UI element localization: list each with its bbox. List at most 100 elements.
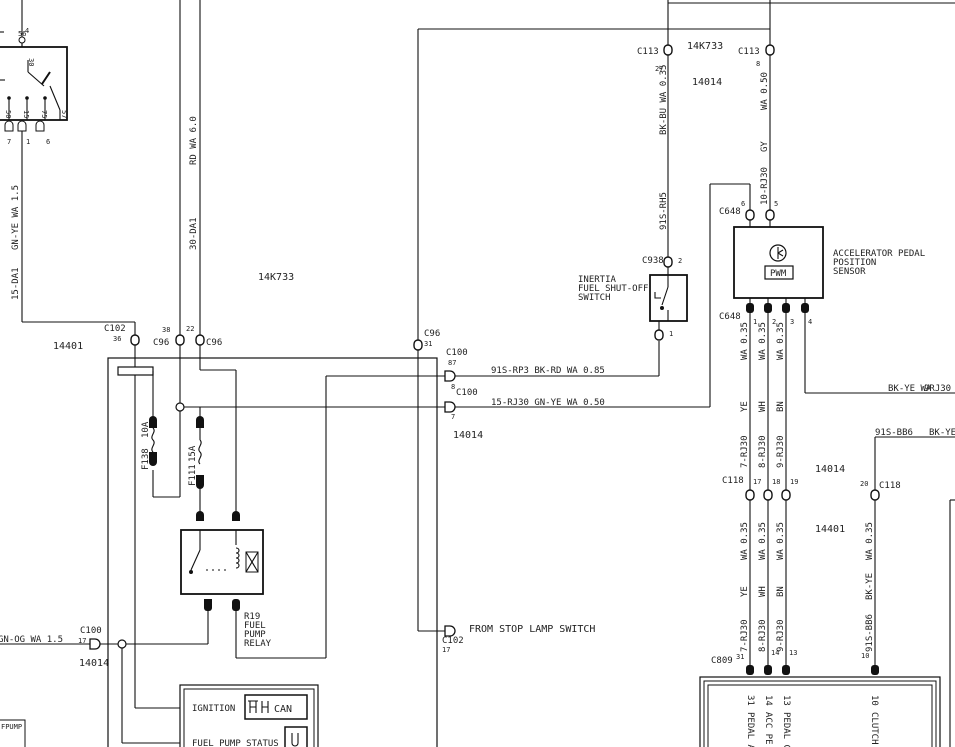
fuse-f138-rating: 10A xyxy=(141,421,151,438)
label-c118-p18: 18 xyxy=(772,478,780,486)
wire-rp3: 91S-RP3 BK-RD WA 0.85 xyxy=(491,366,605,376)
wire-3-color: BN xyxy=(776,401,786,412)
wire-rh5-circuit: 91S-RH5 xyxy=(659,192,669,230)
inertia-line2: FUEL SHUT-OFF xyxy=(578,284,648,294)
inertia-switch: C938 2 1 INERTIA FUEL SHUT-OFF SWITCH xyxy=(578,256,688,341)
wire-3b-color: BN xyxy=(776,586,786,597)
label-c100-a-pin: 87 xyxy=(448,359,456,367)
wire-2b-color: WH xyxy=(758,586,768,597)
wire-2-circuit: 8-RJ30 xyxy=(758,435,768,468)
label-c809-p14: 14 xyxy=(771,649,779,657)
wire-4b-color: BK-YE xyxy=(865,573,875,600)
junction-box-outline xyxy=(107,357,438,747)
pcm-pin10: 10 xyxy=(869,695,879,706)
wire-3-spec: WA 0.35 xyxy=(776,322,786,360)
label-c648-pin6: 6 xyxy=(741,200,745,208)
label-c648-p4: 4 xyxy=(808,318,812,326)
wire-bkye-wa: BK-YE WA xyxy=(888,384,932,394)
wire-1-color: YE xyxy=(740,401,750,412)
c113-connectors: C113 27 14K733 14014 C113 8 xyxy=(637,41,775,88)
label-c100-b: C100 xyxy=(456,388,478,398)
wire-2-color: WH xyxy=(758,401,768,412)
wire-3b-circuit: 9-RJ30 xyxy=(776,619,786,652)
label-t57: 57 xyxy=(60,110,68,118)
wire-2b-circuit: 8-RJ30 xyxy=(758,619,768,652)
wire-gnog: GN-OG WA 1.5 xyxy=(0,635,63,645)
wire-4b-circuit: 91S-BB6 xyxy=(865,614,875,652)
label-c648-p3: 3 xyxy=(790,318,794,326)
pwm-label: PWM xyxy=(770,269,787,279)
wire-9rj30-right: 9RJ30 xyxy=(924,384,951,394)
app-line2: POSITION xyxy=(833,258,876,268)
wire-2b-spec: WA 0.35 xyxy=(758,522,768,560)
inertia-line3: SWITCH xyxy=(578,293,611,303)
label-c118-b: C118 xyxy=(879,481,901,491)
label-c102: C102 xyxy=(104,324,126,334)
connectors-top-left: C102 36 C96 38 22 C96 C96 31 xyxy=(104,322,440,351)
relay-name: R19 xyxy=(244,612,260,622)
label-c100-c-pin: 17 xyxy=(78,637,86,645)
pcm-module: 31 14 13 10 PEDAL A ACC PE PEDAL C CLUTC… xyxy=(699,676,941,747)
label-c809-p31: 31 xyxy=(736,653,744,661)
wire-rh5-spec: BK-BU WA 0.35 xyxy=(659,65,669,135)
label-fpump: FPUMP xyxy=(1,723,22,731)
harness-14401-right: 14401 xyxy=(815,524,845,535)
label-t75: 75 xyxy=(40,110,48,118)
harness-14k733-top: 14K733 xyxy=(687,41,723,52)
label-c96-a-pin: 38 xyxy=(162,326,170,334)
ecm-module: IGNITION CAN FUEL PUMP STATUS xyxy=(179,684,319,747)
label-c96-c: C96 xyxy=(424,329,440,339)
label-c113-a-pin: 27 xyxy=(655,65,663,73)
label-c100-a: C100 xyxy=(446,348,468,358)
wire-bkye-right: BK-YE xyxy=(929,428,955,438)
label-t30: 30 xyxy=(27,58,35,66)
app-line3: SENSOR xyxy=(833,267,866,277)
label-p1: 1 xyxy=(26,138,30,146)
pcm-pedal-a: PEDAL A xyxy=(745,712,755,747)
label-c100-a-pin2: 8 xyxy=(451,383,455,391)
label-c118-a: C118 xyxy=(722,476,744,486)
wire-1b-spec: WA 0.35 xyxy=(740,522,750,560)
wire-15da1-spec: GN-YE WA 1.5 xyxy=(11,185,21,250)
c100-connectors: C100 87 8 C100 7 C102 17 FROM STOP LAMP … xyxy=(442,348,595,654)
ignition-switch-box xyxy=(0,46,68,121)
label-c648-p1: 1 xyxy=(753,318,757,326)
label-c118-p20: 20 xyxy=(860,480,868,488)
pcm-pin13: 13 xyxy=(781,695,791,706)
wire-gy-spec: WA 0.50 xyxy=(760,72,770,110)
pcm-pedal-c: PEDAL C xyxy=(781,712,791,747)
wire-1b-color: YE xyxy=(740,586,750,597)
accelerator-pedal-sensor: C648 6 5 PWM ACCELERATOR PEDAL POSITION … xyxy=(719,200,925,326)
label-c648-p2: 2 xyxy=(772,318,776,326)
label-t15: 15 xyxy=(22,110,30,118)
harness-14401-left: 14401 xyxy=(53,341,83,352)
fuse-f138-label: F138 xyxy=(141,448,151,470)
c809-connectors: C809 31 14 13 10 xyxy=(711,649,879,675)
inertia-line1: INERTIA xyxy=(578,275,617,285)
pcm-clutch: CLUTCH xyxy=(869,712,879,745)
label-c96-c-pin: 31 xyxy=(424,340,432,348)
label-c96-b: C96 xyxy=(206,338,222,348)
label-c648-bot: C648 xyxy=(719,312,741,322)
pcm-pin31: 31 xyxy=(745,695,755,706)
label-c809-p13: 13 xyxy=(789,649,797,657)
label-c102-b: C102 xyxy=(442,636,464,646)
wire-1b-circuit: 7-RJ30 xyxy=(740,619,750,652)
wire-10rj30: 10-RJ30 xyxy=(760,167,770,205)
label-c809-p10: 10 xyxy=(861,652,869,660)
wire-1-circuit: 7-RJ30 xyxy=(740,435,750,468)
label-c113-b-pin: 8 xyxy=(756,60,760,68)
label-c118-p17: 17 xyxy=(753,478,761,486)
fuse-f138: 10A F138 xyxy=(141,416,157,470)
label-p6: 6 xyxy=(46,138,50,146)
fpump-box xyxy=(0,719,26,747)
label-c96-a: C96 xyxy=(153,338,169,348)
fuse-f111: 15A F111 xyxy=(188,416,204,515)
label-c96-b-pin: 22 xyxy=(186,325,194,333)
ecm-can: CAN xyxy=(274,704,292,715)
relay-line2: PUMP xyxy=(244,630,266,640)
wire-gy-color: GY xyxy=(760,141,770,152)
label-c113-a: C113 xyxy=(637,47,659,57)
